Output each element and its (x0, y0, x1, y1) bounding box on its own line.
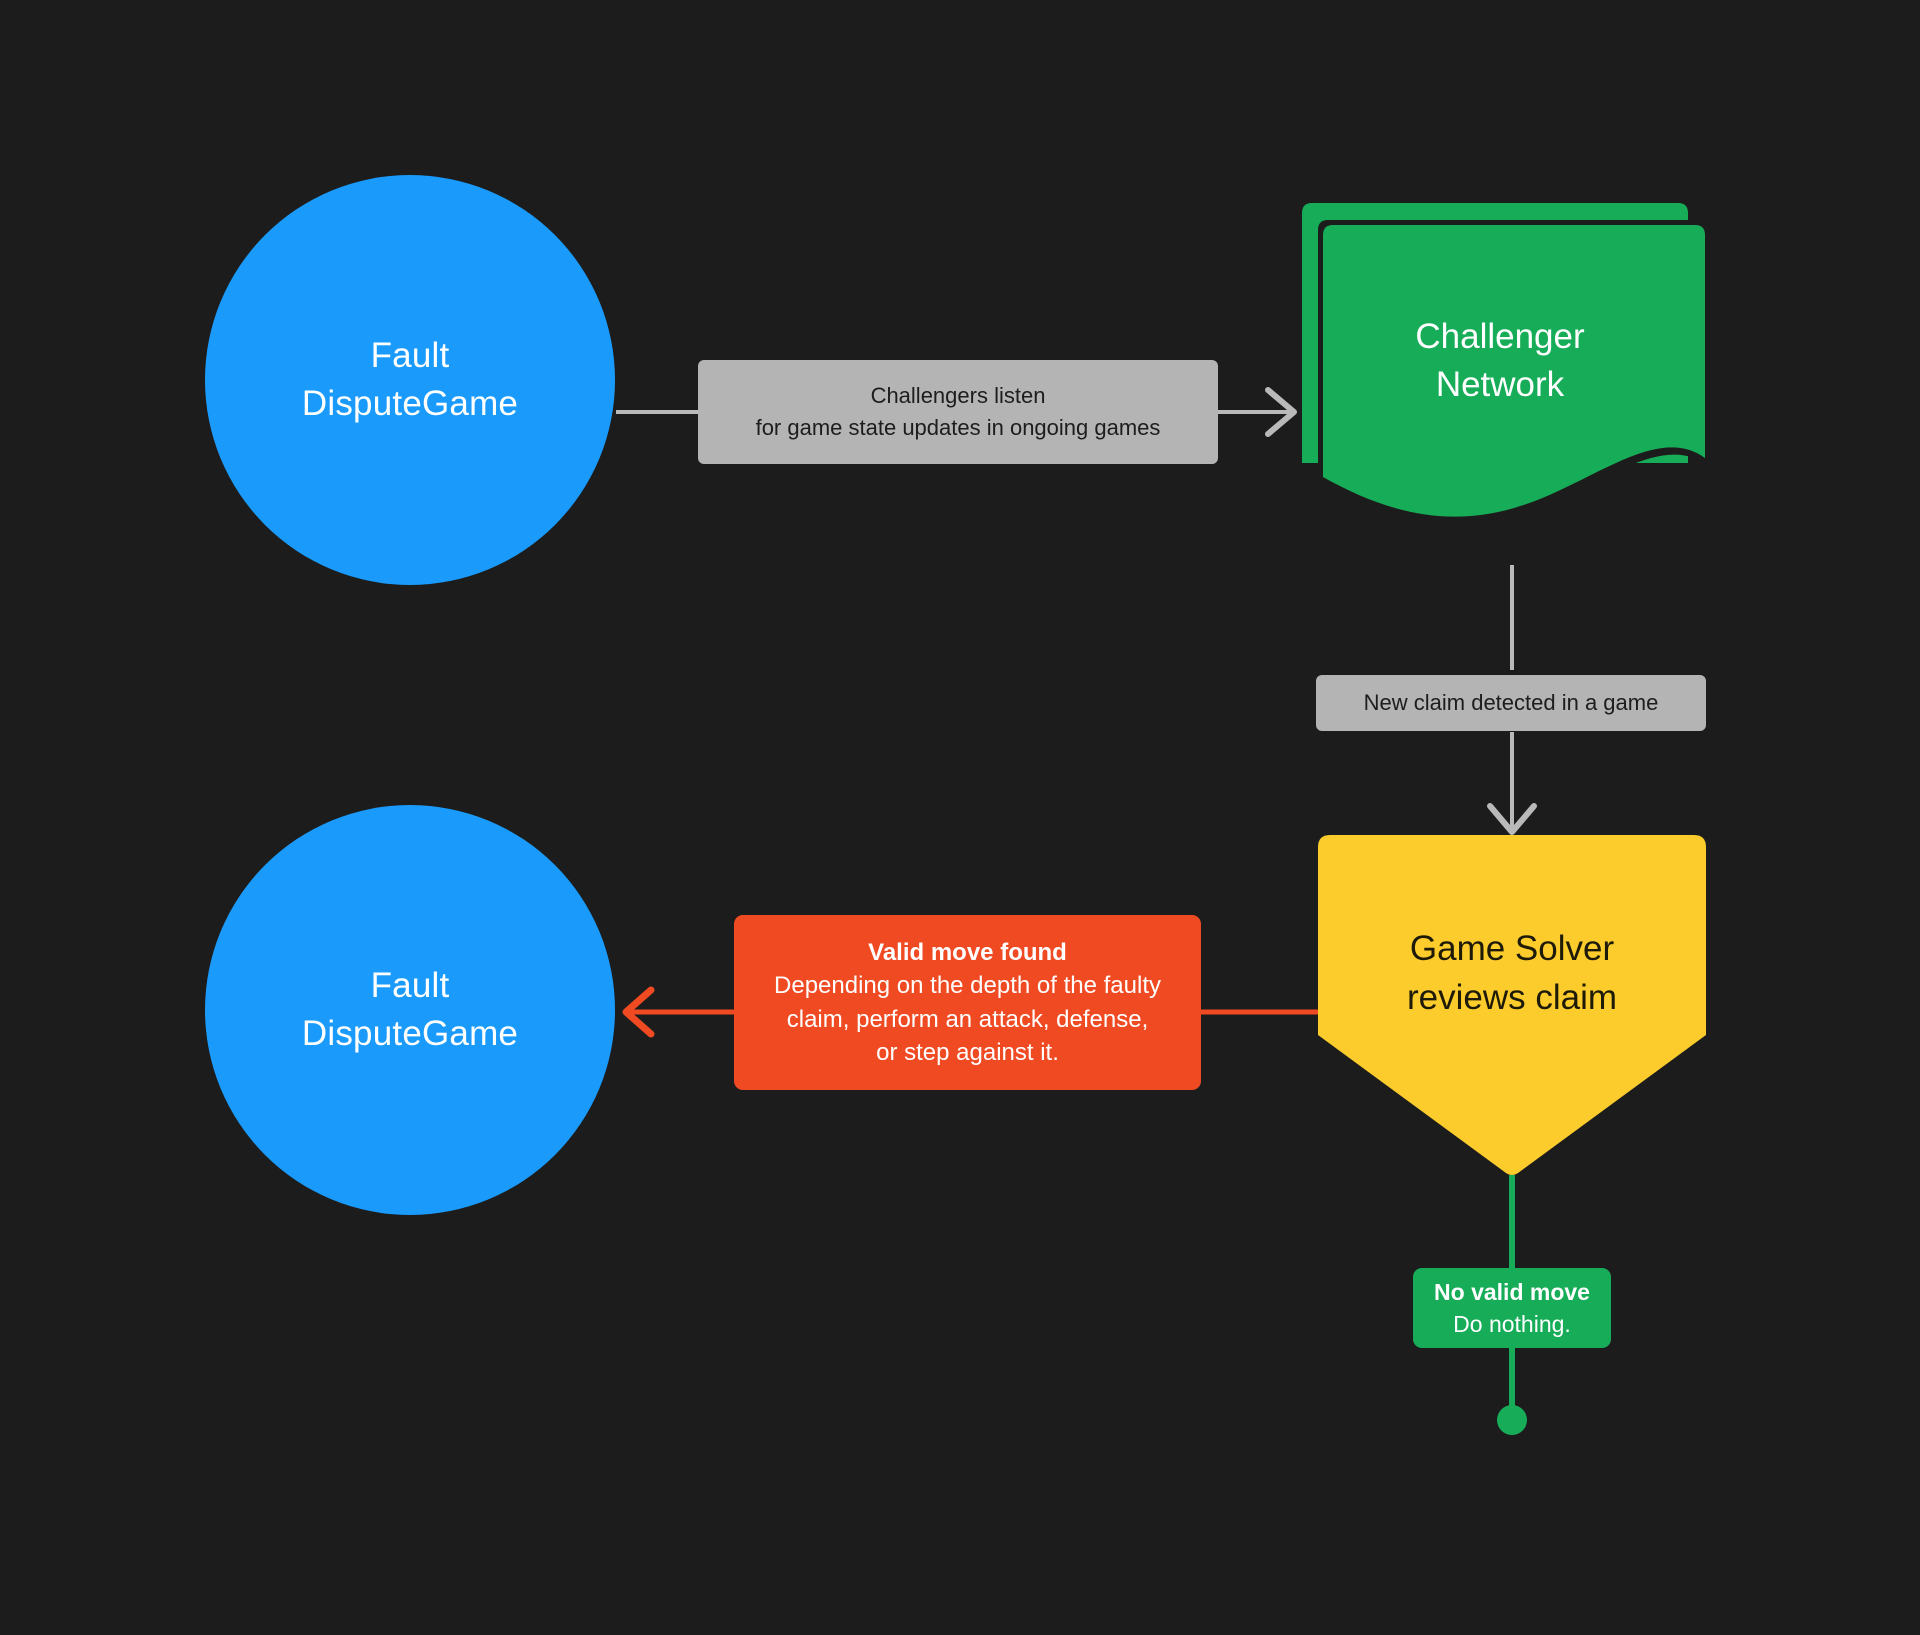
node-label-line2: DisputeGame (301, 384, 519, 423)
edge-label-valid-move[interactable]: Valid move found Depending on the depth … (734, 915, 1201, 1090)
node-label-group: Challenger Network (1290, 313, 1710, 410)
arrowhead-to-fault-dispute-game (622, 986, 655, 1038)
arrowhead-to-challenger-network (1265, 387, 1297, 437)
node-label-line1: Challenger (1415, 317, 1585, 356)
node-label-line2: Network (1435, 365, 1565, 405)
edge-label-new-claim[interactable]: New claim detected in a game (1316, 675, 1706, 731)
arrowhead-to-game-solver (1487, 803, 1537, 835)
edge-label-challengers-listen[interactable]: Challengers listen for game state update… (698, 360, 1218, 464)
node-challenger-network[interactable]: Challenger Network (1290, 195, 1710, 570)
node-game-solver[interactable]: Game Solver reviews claim (1318, 835, 1706, 1175)
document-front-sheet (1323, 225, 1705, 517)
edge-label-line2: for game state updates in ongoing games (755, 415, 1161, 440)
node-label-line1: Fault (370, 335, 450, 375)
node-label-group: Game Solver reviews claim (1318, 924, 1706, 1022)
edge-label-line1: Do nothing. (1453, 1311, 1571, 1337)
edge-label-line2: claim, perform an attack, defense, (786, 1005, 1149, 1033)
pentagon-path (1318, 835, 1706, 1175)
node-label-line1: Fault (370, 965, 450, 1005)
node-fault-dispute-game-top[interactable]: Fault DisputeGame (205, 175, 615, 585)
edge-label-line1: Depending on the depth of the faulty (774, 972, 1161, 1000)
node-label-line2: DisputeGame (301, 1014, 519, 1053)
multi-document-shape (1302, 203, 1710, 526)
edge-label-line3: or step against it. (876, 1038, 1059, 1066)
edge-label-no-valid-move[interactable]: No valid move Do nothing. (1413, 1268, 1611, 1348)
pentagon-shape (1318, 835, 1706, 1175)
edge-label-title: Valid move found (868, 939, 1067, 967)
terminator-dot (1497, 1405, 1527, 1435)
node-label-line2: reviews claim (1406, 977, 1618, 1017)
edge-label-line1: New claim detected in a game (1363, 690, 1659, 716)
node-label-line1: Game Solver (1409, 928, 1615, 968)
node-fault-dispute-game-bottom[interactable]: Fault DisputeGame (205, 805, 615, 1215)
edge-label-title: No valid move (1434, 1278, 1590, 1305)
edge-label-line1: Challengers listen (870, 383, 1046, 409)
